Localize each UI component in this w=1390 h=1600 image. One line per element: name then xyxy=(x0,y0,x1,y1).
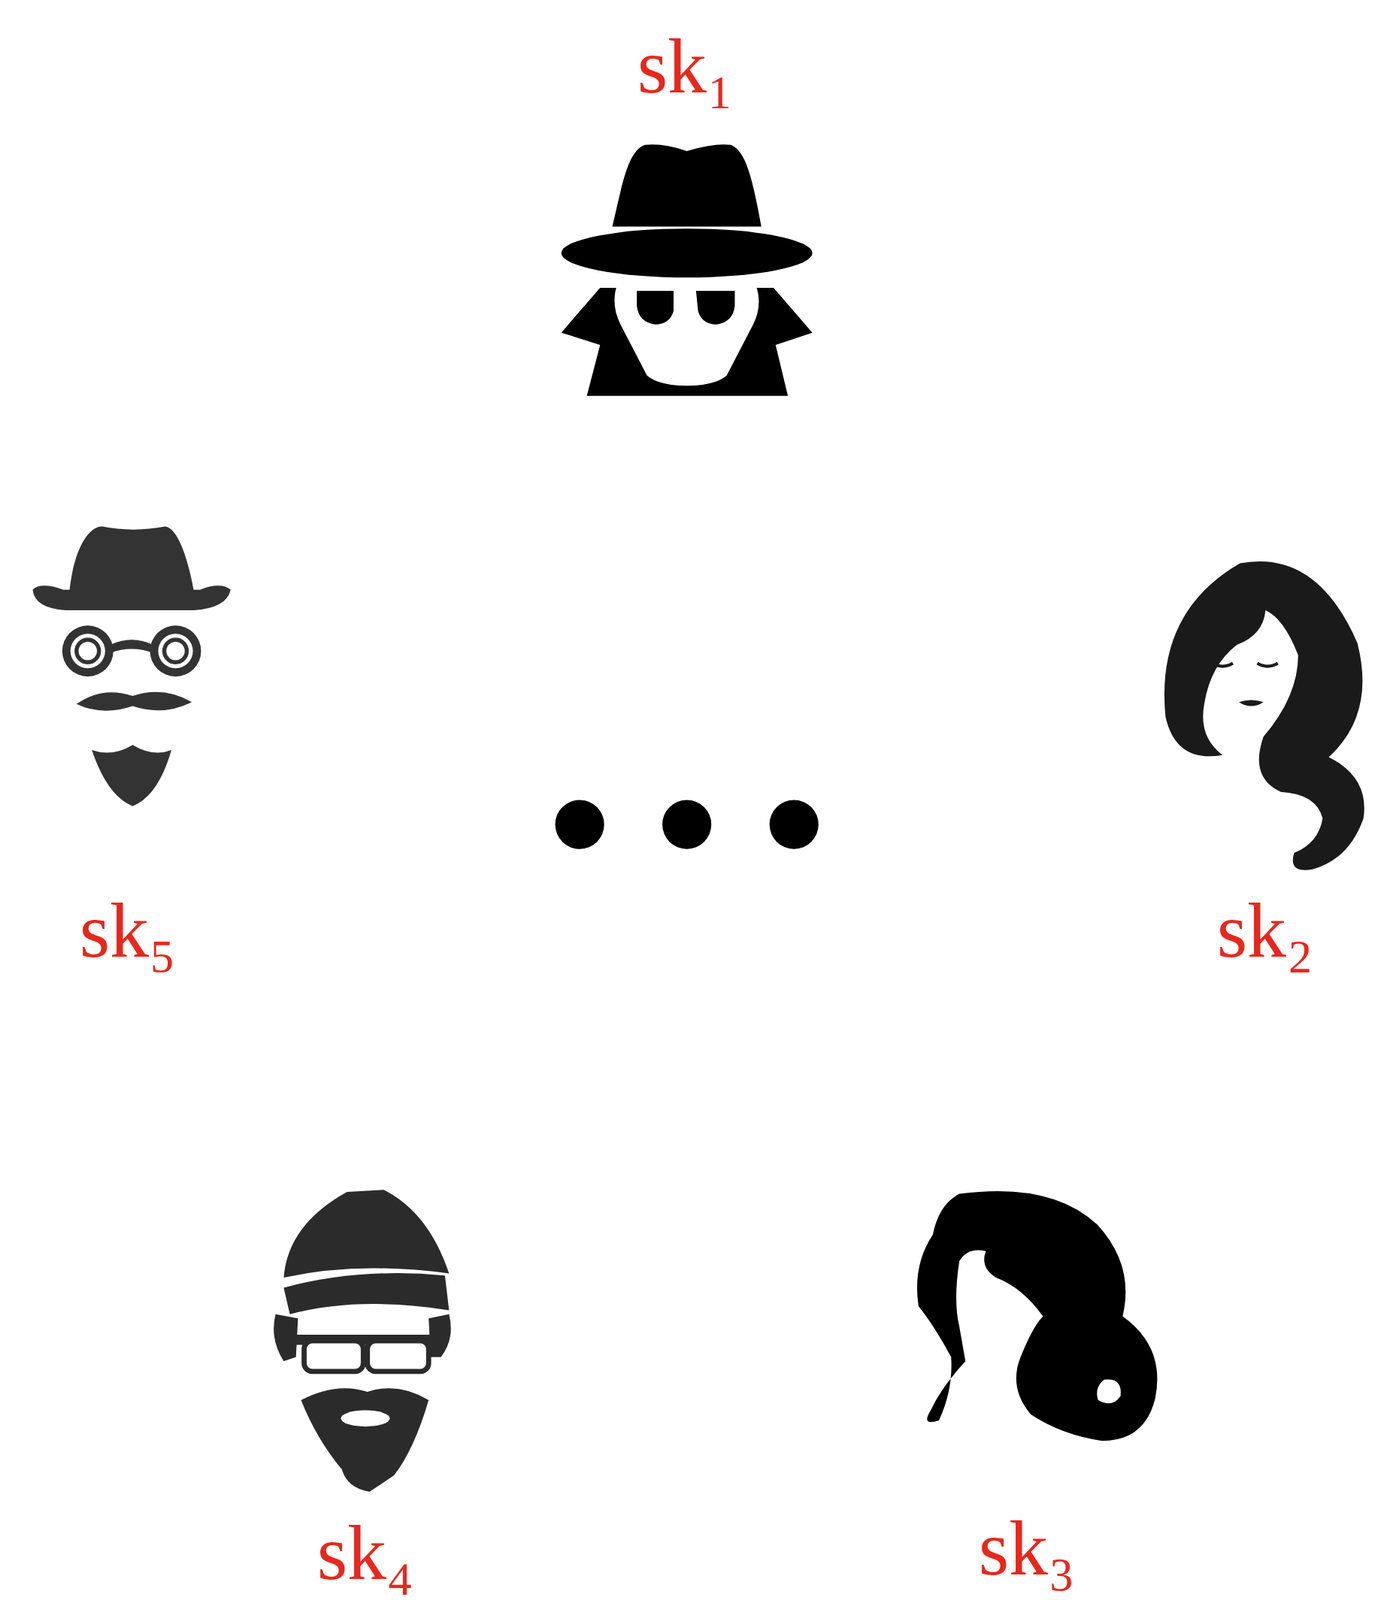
woman-figure xyxy=(1164,561,1365,871)
secret-key-label: sk₁ xyxy=(637,23,735,110)
glasses xyxy=(62,625,114,677)
eyes xyxy=(636,290,735,325)
glasses xyxy=(150,625,202,677)
beard xyxy=(91,744,172,806)
hair xyxy=(917,1191,1157,1442)
bridge xyxy=(110,639,154,654)
lens xyxy=(157,633,193,669)
lens xyxy=(367,1341,429,1372)
hat-brim xyxy=(561,228,813,278)
mouth xyxy=(1238,699,1264,706)
hair xyxy=(1164,561,1365,871)
beanie-band xyxy=(283,1273,449,1315)
mustache xyxy=(76,692,192,712)
beanie xyxy=(283,1190,449,1278)
spy-figure xyxy=(561,144,813,397)
gentleman-figure xyxy=(32,526,231,807)
secret-key-label: sk₄ xyxy=(317,1510,415,1596)
lens-ring xyxy=(76,639,100,663)
face xyxy=(614,283,759,386)
curl xyxy=(1096,1379,1121,1404)
lens xyxy=(304,1341,364,1372)
nose xyxy=(679,296,694,317)
hat-brim xyxy=(32,585,231,611)
hat-crown xyxy=(612,144,762,227)
lens xyxy=(70,633,106,669)
secret-key-label: sk₃ xyxy=(978,1505,1076,1592)
hat-crown xyxy=(69,526,194,593)
woman-profile-figure xyxy=(917,1191,1157,1442)
secret-key-label: sk₅ xyxy=(79,887,177,974)
secret-key-label: sk₂ xyxy=(1217,887,1315,974)
eyes xyxy=(1212,663,1278,667)
hipster-figure xyxy=(273,1190,452,1493)
ellipsis-dots xyxy=(555,800,819,850)
mouth xyxy=(340,1410,390,1427)
beard xyxy=(300,1388,429,1493)
lens-ring xyxy=(164,639,188,663)
